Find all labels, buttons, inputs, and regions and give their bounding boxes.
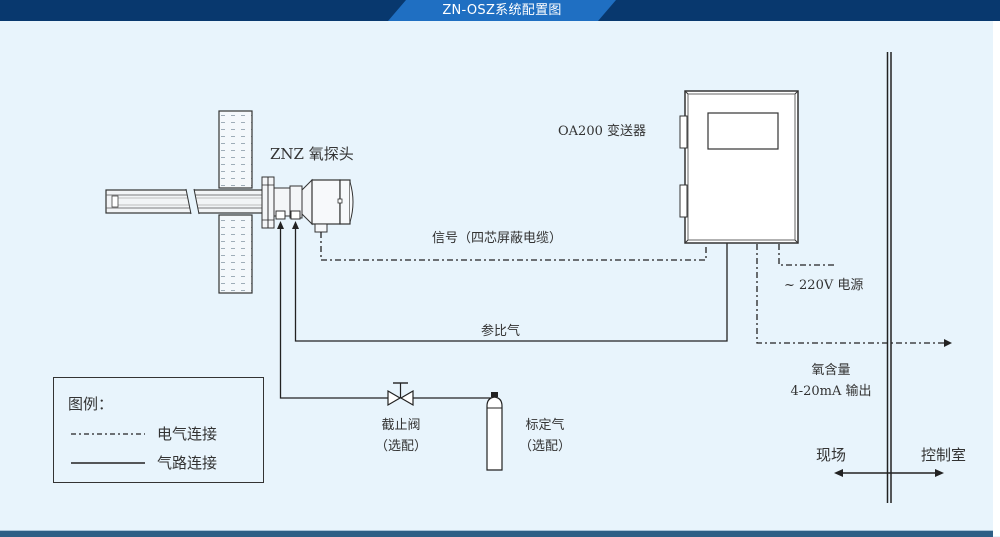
legend bbox=[53, 377, 264, 483]
power-supply-label: ~ 220V 电源 bbox=[784, 278, 864, 293]
probe-label: ZNZ 氧探头 bbox=[270, 145, 354, 163]
reference-air-line bbox=[294, 229, 728, 342]
furnace-wall bbox=[218, 110, 253, 294]
control-room-label: 控制室 bbox=[921, 446, 967, 464]
oxygen-output-label-line1: 氧含量 bbox=[811, 363, 851, 378]
right-margin bbox=[993, 21, 1000, 536]
legend-title: 图例： bbox=[68, 395, 114, 413]
gas-fittings bbox=[275, 210, 301, 229]
oa200-transmitter bbox=[679, 90, 799, 244]
legend-gas-label: 气路连接 bbox=[157, 454, 218, 472]
transmitter-label: OA200 变送器 bbox=[558, 124, 646, 139]
probe-tube bbox=[105, 188, 267, 215]
reference-air-label: 参比气 bbox=[481, 324, 521, 339]
calibration-gas-cylinder bbox=[486, 392, 503, 471]
shutoff-valve bbox=[387, 382, 414, 407]
valve-label-line1: 截止阀 bbox=[381, 418, 421, 433]
field-control-arrow bbox=[834, 469, 944, 477]
output-signal-line bbox=[756, 244, 952, 347]
footer-bar bbox=[0, 530, 993, 537]
field-label: 现场 bbox=[816, 446, 847, 464]
field-control-boundary bbox=[886, 52, 892, 503]
valve-label-line2: （选配） bbox=[374, 439, 427, 454]
oxygen-output-label-line2: 4-20mA 输出 bbox=[790, 384, 872, 399]
calibration-gas-line bbox=[279, 229, 493, 399]
page-title: ZN-OSZ系统配置图 bbox=[442, 3, 562, 18]
power-line bbox=[778, 244, 835, 266]
signal-cable-label: 信号（四芯屏蔽电缆） bbox=[432, 231, 563, 246]
signal-cable-line bbox=[320, 232, 707, 261]
header-title-tab bbox=[388, 0, 616, 21]
legend-electrical-label: 电气连接 bbox=[157, 425, 218, 443]
cal-gas-label-line1: 标定气 bbox=[525, 418, 565, 433]
probe-head bbox=[301, 178, 354, 233]
probe-flange bbox=[261, 176, 303, 229]
cal-gas-label-line2: （选配） bbox=[518, 439, 571, 454]
